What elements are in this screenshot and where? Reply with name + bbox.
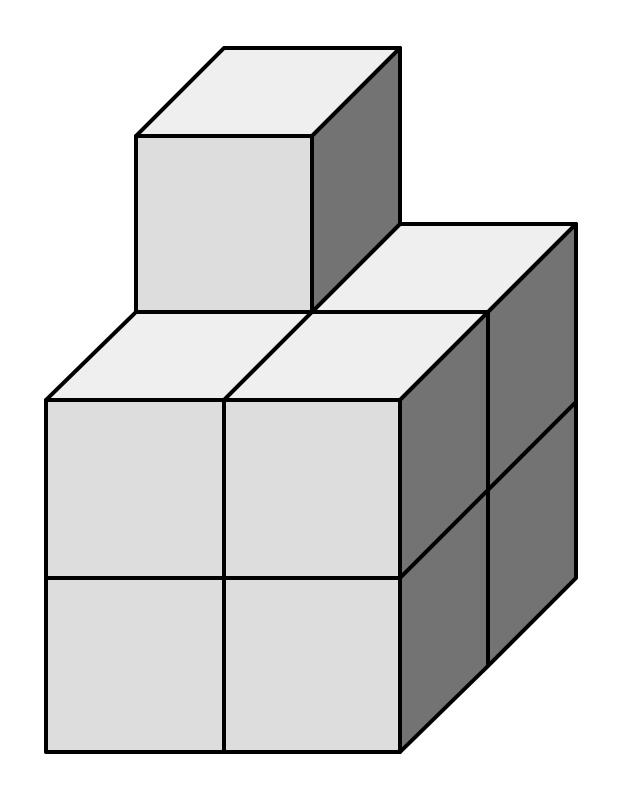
cube-side-face (398, 488, 490, 754)
cube-front-lower-right (222, 488, 490, 754)
cube-front-lower-left (44, 576, 226, 754)
cube-top-level (134, 46, 402, 314)
cube-front-face (134, 134, 314, 314)
cube-front-face (44, 576, 226, 754)
cube-front-face (222, 398, 402, 580)
cube-front-face (222, 576, 402, 754)
cube-front-upper-right (222, 310, 490, 580)
cube-front-face (44, 398, 226, 580)
